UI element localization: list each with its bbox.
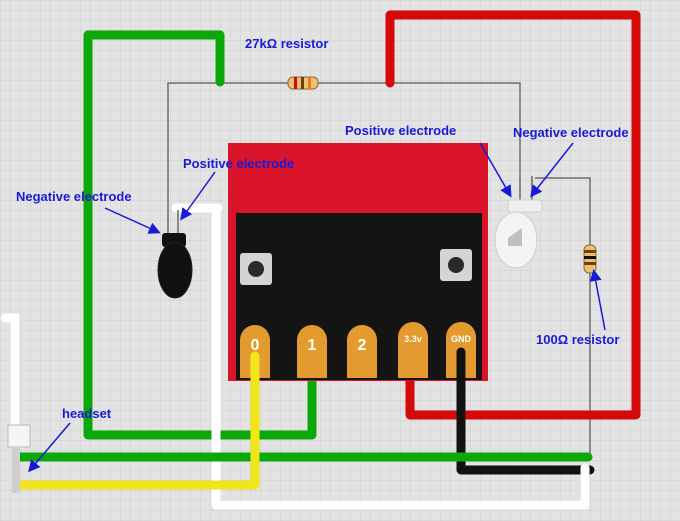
- pin-1: [297, 325, 327, 378]
- label-headset: headset: [62, 406, 112, 421]
- green-wire-pin1: [83, 30, 317, 440]
- arrow-neg-left: [104, 207, 161, 234]
- arrow-pos-right: [479, 142, 512, 198]
- button-a-cap: [248, 261, 264, 277]
- label-positive-electrode-left: Positive electrode: [183, 156, 294, 171]
- thin-wires: [167, 82, 591, 460]
- ir-led-right: [494, 176, 543, 269]
- label-100-resistor: 100Ω resistor: [536, 332, 619, 347]
- pin-0-label: 0: [251, 337, 260, 354]
- arrow-100-resistor: [589, 269, 606, 331]
- black-gnd-wire: [456, 347, 595, 475]
- label-27k-resistor: 27kΩ resistor: [245, 36, 328, 51]
- headset-jack: [12, 447, 20, 493]
- label-negative-electrode-left: Negative electrode: [16, 189, 132, 204]
- pin-2-label: 2: [358, 337, 367, 354]
- yellow-wire-pin0: [17, 351, 260, 490]
- headset-cable: [0, 313, 20, 430]
- pin-3v3-label: 3.3v: [404, 334, 422, 344]
- label-negative-electrode-right: Negative electrode: [513, 125, 629, 140]
- arrow-pos-left: [180, 171, 216, 221]
- pin-2: [347, 325, 377, 378]
- right-thin-wire: [535, 177, 591, 460]
- resistor-100: [583, 244, 597, 274]
- pin-gnd-label: GND: [451, 334, 472, 344]
- button-b-cap: [448, 257, 464, 273]
- arrow-headset: [28, 422, 71, 473]
- resistor-27k: [287, 76, 319, 90]
- top-wire: [167, 82, 521, 235]
- label-positive-electrode-right: Positive electrode: [345, 123, 456, 138]
- pin-3v3: [398, 322, 428, 378]
- red-wire: [385, 10, 641, 420]
- ir-receiver-left: [157, 210, 193, 299]
- headset-plug: [0, 313, 31, 493]
- pin-1-label: 1: [308, 337, 317, 354]
- arrow-neg-right: [530, 142, 574, 198]
- headset-body: [7, 424, 31, 448]
- annotation-arrows: [28, 142, 606, 473]
